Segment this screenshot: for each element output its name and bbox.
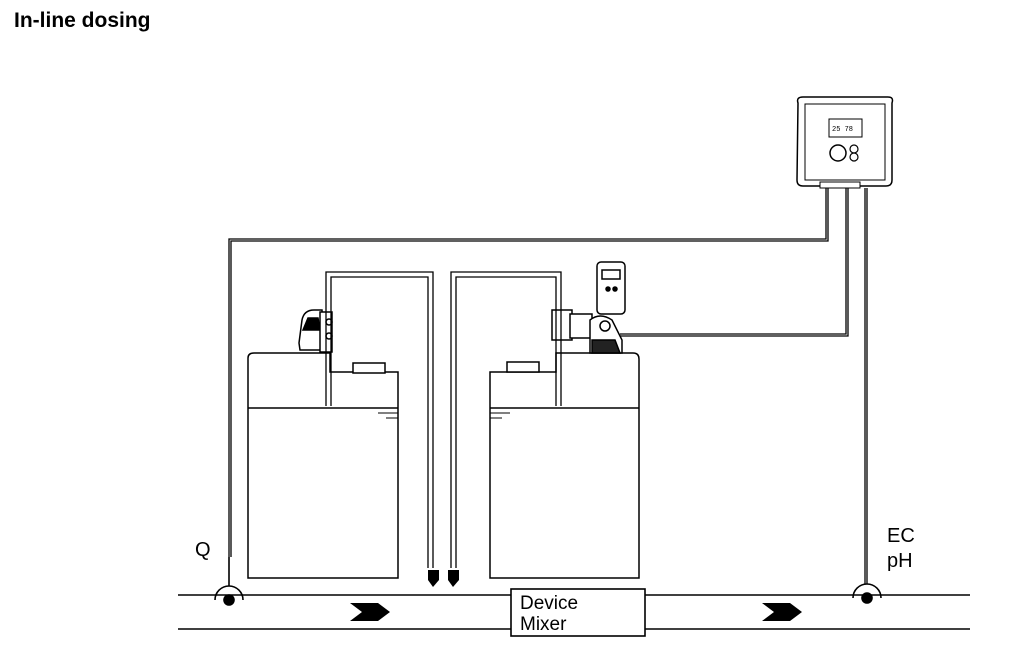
mixer-label-line2: Mixer (520, 614, 567, 635)
injection-nozzles (428, 570, 459, 587)
flow-arrow-left (350, 603, 390, 621)
left-tank (247, 352, 399, 579)
ec-ph-sensor (852, 583, 882, 604)
controller-unit: 25 78 (796, 96, 894, 189)
device-mixer: Device Mixer (510, 588, 646, 637)
page-title: In-line dosing (14, 9, 151, 32)
signal-cables (228, 188, 868, 584)
flow-sensor (214, 557, 244, 606)
right-tank (489, 352, 640, 579)
mixer-label-line1: Device (520, 593, 578, 614)
flow-arrow-right (762, 603, 802, 621)
left-dosing-pump (298, 309, 333, 353)
flow-sensor-label: Q (195, 539, 211, 561)
dosing-tubes (325, 271, 562, 568)
controller-display: 25 78 (832, 126, 853, 134)
ph-label: pH (887, 550, 913, 572)
ec-label: EC (887, 525, 915, 547)
right-dosing-pump (551, 261, 626, 354)
